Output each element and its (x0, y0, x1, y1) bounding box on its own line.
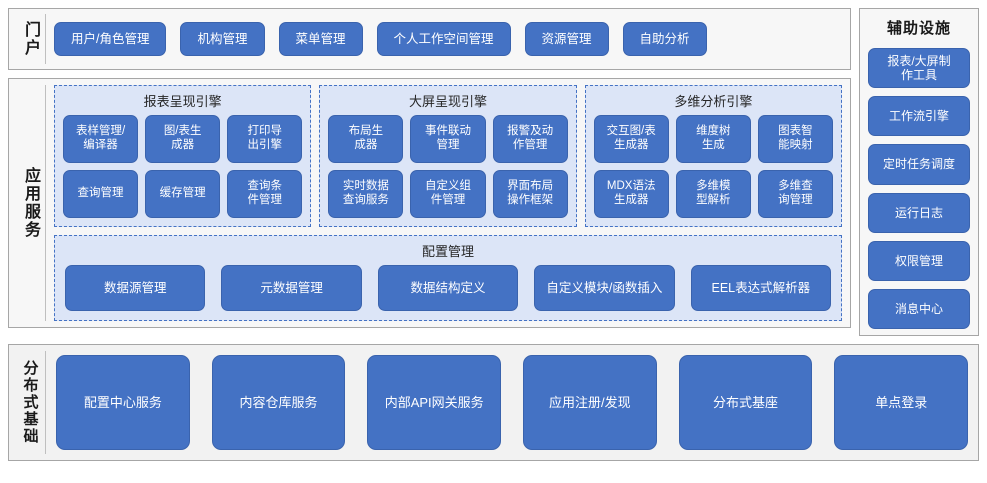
portal-section: 门户 用户/角色管理 机构管理 菜单管理 个人工作空间管理 资源管理 自助分析 (8, 8, 851, 70)
item-chart-table-generator[interactable]: 图/表生 成器 (145, 115, 221, 163)
dist-item-configuration-center-service[interactable]: 配置中心服务 (56, 355, 190, 450)
portal-item-organization-management[interactable]: 机构管理 (180, 22, 265, 56)
distributed-foundation-section-label: 分布式基础 (21, 360, 39, 445)
portal-item-personal-workspace-management[interactable]: 个人工作空间管理 (376, 22, 511, 56)
group-title-report-rendering-engine: 报表呈现引擎 (143, 94, 222, 109)
item-alarm-and-action-management[interactable]: 报警及动 作管理 (492, 115, 568, 163)
item-dimension-tree-generation[interactable]: 维度树 生成 (675, 115, 751, 163)
engine-group-row: 报表呈现引擎 表样管理/ 编译器 图/表生 成器 打印导 出引擎 查询管理 缓存… (54, 85, 842, 227)
item-metadata-management[interactable]: 元数据管理 (221, 264, 362, 311)
dist-item-content-repository-service[interactable]: 内容仓库服务 (211, 355, 346, 450)
item-datasource-management[interactable]: 数据源管理 (65, 264, 206, 311)
dist-item-distributed-base[interactable]: 分布式基座 (678, 355, 813, 450)
group-configuration-management: 配置管理 数据源管理 元数据管理 数据结构定义 自定义模块/函数插入 EEL表达… (54, 234, 842, 321)
item-realtime-data-query-service[interactable]: 实时数据 查询服务 (328, 169, 404, 218)
application-services-body: 报表呈现引擎 表样管理/ 编译器 图/表生 成器 打印导 出引擎 查询管理 缓存… (54, 85, 842, 321)
item-cache-management[interactable]: 缓存管理 (145, 169, 221, 218)
item-query-condition-management[interactable]: 查询条 件管理 (227, 169, 303, 218)
item-chart-intelligent-mapping[interactable]: 图表智 能映射 (757, 115, 833, 163)
aux-item-workflow-engine[interactable]: 工作流引擎 (868, 96, 970, 137)
portal-item-list: 用户/角色管理 机构管理 菜单管理 个人工作空间管理 资源管理 自助分析 (54, 19, 842, 59)
distributed-foundation-divider (45, 351, 46, 454)
item-custom-module-function-insertion[interactable]: 自定义模块/函数插入 (534, 264, 675, 311)
portal-item-user-role-management[interactable]: 用户/角色管理 (54, 22, 167, 56)
item-event-linkage-management[interactable]: 事件联动 管理 (410, 115, 486, 163)
item-custom-component-management[interactable]: 自定义组 件管理 (410, 169, 486, 218)
dist-item-single-sign-on[interactable]: 单点登录 (834, 355, 969, 450)
group-items-multidimensional-analysis-engine: 交互图/表 生成器 维度树 生成 图表智 能映射 MDX语法 生成器 多维模 型… (593, 115, 833, 218)
portal-item-menu-management[interactable]: 菜单管理 (278, 22, 363, 56)
aux-item-runtime-log[interactable]: 运行日志 (868, 192, 970, 233)
group-title-multidimensional-analysis-engine: 多维分析引擎 (674, 94, 753, 109)
group-title-large-screen-rendering-engine: 大屏呈现引擎 (408, 94, 487, 109)
distributed-foundation-list: 配置中心服务 内容仓库服务 内部API网关服务 应用注册/发现 分布式基座 单点… (56, 351, 969, 454)
dist-item-internal-api-gateway-service[interactable]: 内部API网关服务 (367, 355, 502, 450)
portal-item-resource-management[interactable]: 资源管理 (524, 22, 609, 56)
item-layout-generator[interactable]: 布局生 成器 (328, 115, 404, 163)
distributed-foundation-section: 分布式基础 配置中心服务 内容仓库服务 内部API网关服务 应用注册/发现 分布… (8, 344, 979, 461)
aux-item-scheduled-task-scheduling[interactable]: 定时任务调度 (868, 144, 970, 185)
auxiliary-facilities-list: 报表/大屏制 作工具 工作流引擎 定时任务调度 运行日志 权限管理 消息中心 (868, 48, 970, 330)
item-query-management[interactable]: 查询管理 (63, 169, 139, 218)
item-eel-expression-parser[interactable]: EEL表达式解析器 (690, 264, 832, 311)
group-items-report-rendering-engine: 表样管理/ 编译器 图/表生 成器 打印导 出引擎 查询管理 缓存管理 查询条 … (63, 115, 303, 218)
aux-item-message-center[interactable]: 消息中心 (868, 288, 970, 330)
application-services-section-label: 应用服务 (22, 167, 39, 239)
application-services-section: 应用服务 报表呈现引擎 表样管理/ 编译器 图/表生 成器 打印导 出引擎 查询… (8, 78, 851, 328)
group-title-configuration-management: 配置管理 (421, 243, 474, 259)
group-items-large-screen-rendering-engine: 布局生 成器 事件联动 管理 报警及动 作管理 实时数据 查询服务 自定义组 件… (328, 115, 568, 218)
top-section: 门户 用户/角色管理 机构管理 菜单管理 个人工作空间管理 资源管理 自助分析 … (8, 8, 979, 336)
aux-item-permission-management[interactable]: 权限管理 (868, 240, 970, 281)
portal-divider (45, 14, 46, 64)
item-interactive-chart-table-generator[interactable]: 交互图/表 生成器 (593, 115, 669, 163)
item-report-template-management-compiler[interactable]: 表样管理/ 编译器 (63, 115, 139, 163)
aux-item-report-large-screen-authoring-tool[interactable]: 报表/大屏制 作工具 (868, 48, 970, 89)
portal-item-self-service-analysis[interactable]: 自助分析 (622, 22, 707, 56)
item-data-structure-definition[interactable]: 数据结构定义 (377, 264, 519, 311)
group-multidimensional-analysis-engine: 多维分析引擎 交互图/表 生成器 维度树 生成 图表智 能映射 MDX语法 生成… (584, 85, 842, 227)
left-column: 门户 用户/角色管理 机构管理 菜单管理 个人工作空间管理 资源管理 自助分析 … (8, 8, 851, 336)
application-services-divider (45, 85, 46, 321)
item-multidimensional-query-management[interactable]: 多维查 询管理 (757, 169, 833, 218)
auxiliary-facilities-title: 辅助设施 (886, 20, 951, 37)
item-mdx-syntax-generator[interactable]: MDX语法 生成器 (593, 169, 669, 218)
group-large-screen-rendering-engine: 大屏呈现引擎 布局生 成器 事件联动 管理 报警及动 作管理 实时数据 查询服务… (319, 85, 577, 227)
dist-item-application-registration-discovery[interactable]: 应用注册/发现 (523, 355, 657, 450)
item-ui-layout-operation-framework[interactable]: 界面布局 操作框架 (492, 169, 568, 218)
item-print-export-engine[interactable]: 打印导 出引擎 (227, 115, 303, 163)
group-report-rendering-engine: 报表呈现引擎 表样管理/ 编译器 图/表生 成器 打印导 出引擎 查询管理 缓存… (54, 85, 312, 227)
item-multidimensional-model-parsing[interactable]: 多维模 型解析 (675, 169, 751, 218)
auxiliary-facilities-section: 辅助设施 报表/大屏制 作工具 工作流引擎 定时任务调度 运行日志 权限管理 消… (859, 8, 979, 336)
portal-section-label: 门户 (22, 21, 39, 57)
group-items-configuration-management: 数据源管理 元数据管理 数据结构定义 自定义模块/函数插入 EEL表达式解析器 (65, 264, 832, 311)
